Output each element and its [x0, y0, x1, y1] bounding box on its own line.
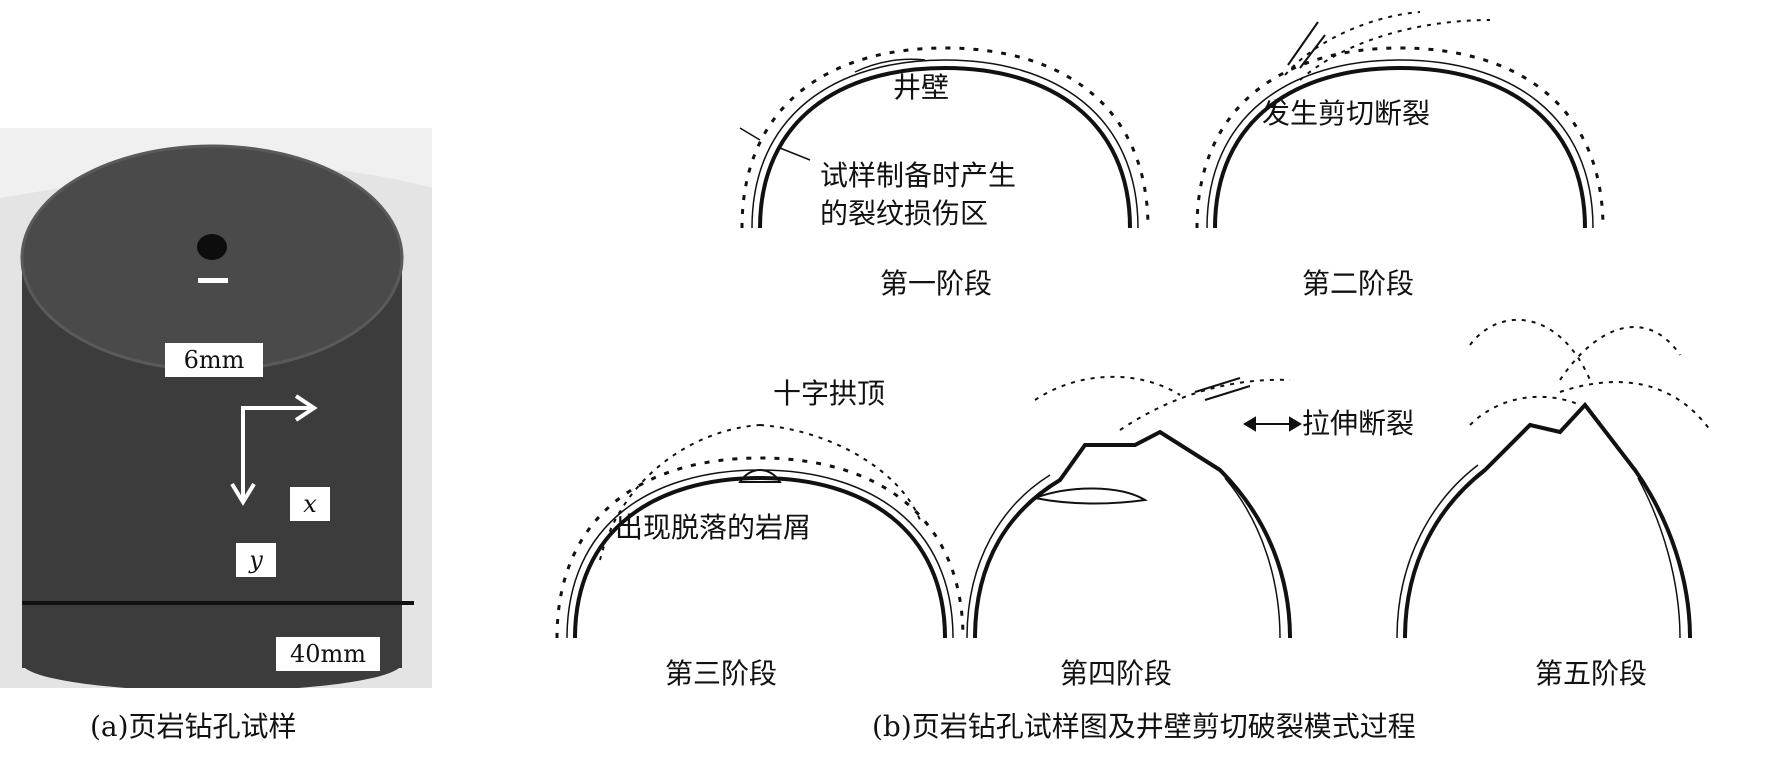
stage1-damage-line2: 的裂纹损伤区 — [820, 197, 989, 230]
stage4-tension-label: 拉伸断裂 — [1302, 407, 1415, 440]
scale-label-6mm: 6mm — [165, 343, 263, 377]
stage5-label: 第五阶段 — [1535, 657, 1648, 690]
stage4-label: 第四阶段 — [1060, 657, 1173, 690]
stage2-label: 第二阶段 — [1302, 267, 1415, 300]
stage3-label: 第三阶段 — [665, 657, 778, 690]
caption-b: (b)页岩钻孔试样图及井壁剪切破裂模式过程 — [872, 710, 1416, 743]
scale-bar-40mm — [22, 601, 414, 605]
scale-bar-6mm — [198, 278, 228, 283]
stage1-damage-line1: 试样制备时产生 — [820, 159, 1017, 192]
stage1-label: 第一阶段 — [880, 267, 993, 300]
sample-cylinder-drawing — [0, 128, 432, 688]
stage2-wall — [1195, 11, 1605, 229]
stage5-wall — [1396, 318, 1711, 639]
shale-sample-photo: 6mm x y 40mm — [0, 128, 432, 688]
borehole — [197, 234, 227, 260]
axis-x-label: x — [290, 487, 330, 521]
stage3-top-label: 十字拱顶 — [773, 377, 886, 410]
stage1-wall-label: 井壁 — [893, 71, 950, 104]
stage3-debris — [738, 469, 782, 483]
stage2-note: 发生剪切断裂 — [1262, 97, 1431, 130]
scale-label-40mm: 40mm — [276, 637, 380, 671]
caption-a: (a)页岩钻孔试样 — [90, 710, 297, 743]
stage4-debris — [1031, 487, 1148, 505]
stage3-wall — [555, 424, 965, 639]
axis-y-label: y — [236, 543, 276, 577]
stage1-wall — [739, 46, 1150, 229]
tension-arrow-icon — [1243, 416, 1302, 432]
stage3-debris-label: 出现脱落的岩屑 — [615, 511, 812, 544]
stage4-wall — [966, 375, 1292, 639]
